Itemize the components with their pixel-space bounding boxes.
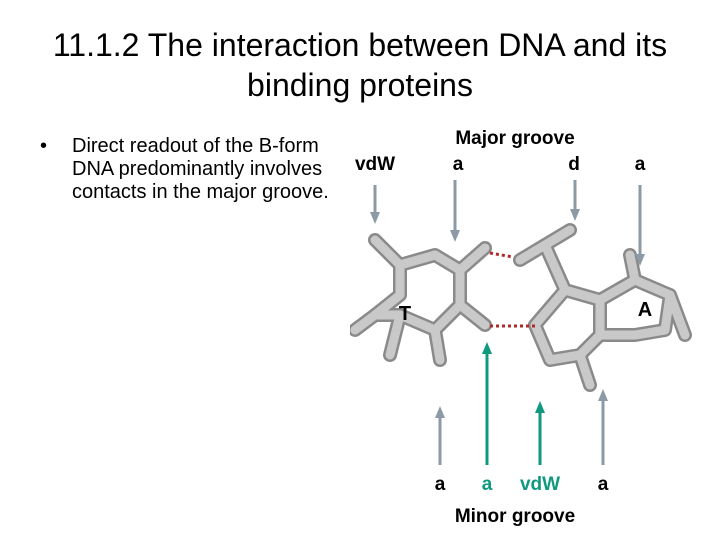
major-groove-arrows [370, 180, 645, 266]
major-label-d: d [568, 154, 580, 175]
hydrogen-bond [489, 251, 514, 259]
major-label-a-2: a [635, 154, 646, 175]
minor-groove-arrows [435, 342, 608, 465]
bullet-list: • Direct readout of the B-form DNA predo… [40, 135, 330, 204]
minor-label-vdw: vdW [520, 474, 560, 495]
major-label-a-1: a [453, 154, 464, 175]
base-label-a: A [638, 299, 652, 321]
hydrogen-bonds [489, 251, 535, 328]
major-groove-label: Major groove [455, 128, 574, 149]
base-skeleton [350, 223, 692, 392]
bullet-dot: • [40, 135, 48, 157]
minor-label-a-3: a [598, 474, 609, 495]
minor-label-a-2: a [482, 474, 493, 495]
minor-label-a-1: a [435, 474, 446, 495]
bullet-item: • Direct readout of the B-form DNA predo… [40, 135, 330, 204]
dna-base-pair-diagram: Major groove vdW a d a T A a a vdW a Min… [350, 128, 692, 527]
base-label-t: T [399, 303, 411, 325]
slide-title: 11.1.2 The interaction between DNA and i… [52, 27, 668, 103]
minor-groove-label: Minor groove [455, 506, 575, 527]
bullet-text: Direct readout of the B-form DNA predomi… [72, 135, 329, 203]
major-label-vdw: vdW [355, 154, 395, 175]
